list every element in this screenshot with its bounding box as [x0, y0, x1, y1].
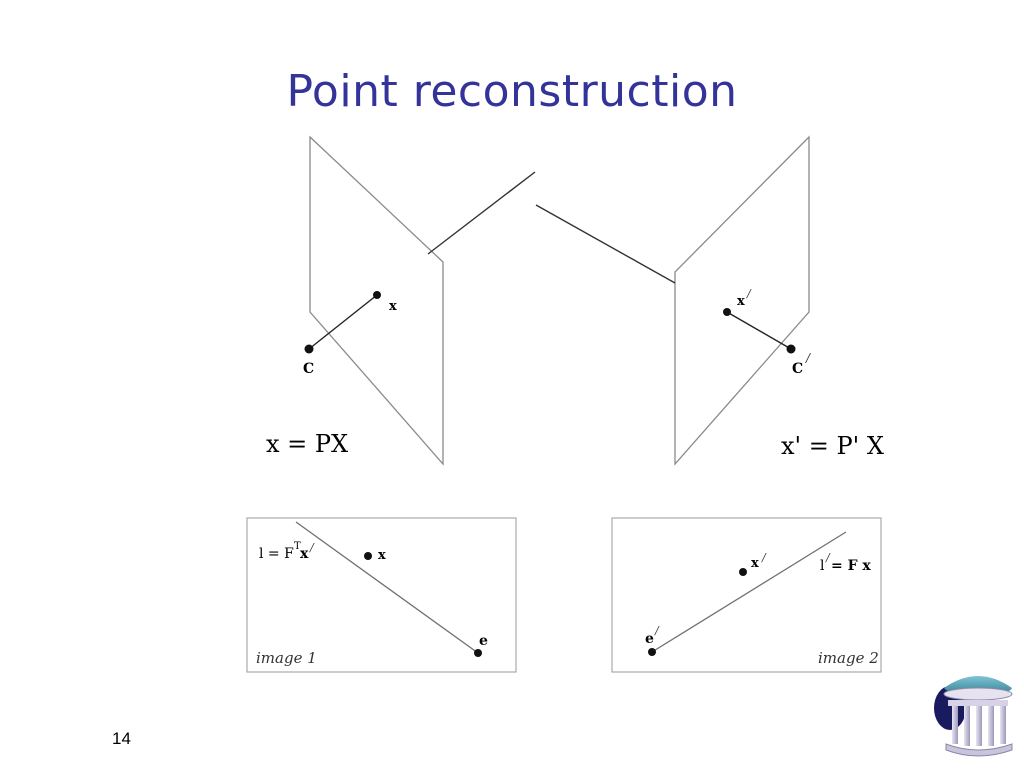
image1-line-label: l = F [259, 546, 294, 562]
slide-title: Point reconstruction [286, 66, 738, 117]
slide-number: 14 [112, 729, 131, 748]
image2-point-label: x [751, 556, 759, 571]
image1-point-label: x [378, 548, 386, 563]
image1-epipole [474, 649, 482, 657]
image2-point-prime: / [761, 551, 767, 564]
image1-epipolar-line [295, 521, 479, 654]
image2-caption: image 2 [818, 649, 879, 667]
right-point-label: x [737, 294, 745, 309]
left-camera-center [304, 344, 314, 354]
image2-point [739, 568, 747, 576]
right-image-point [723, 308, 731, 316]
image1-line-label-x: x [300, 546, 309, 562]
image2-panel [611, 517, 882, 673]
right-camera-center [786, 344, 796, 354]
left-image-plane [309, 135, 444, 466]
right-ray [535, 204, 676, 284]
left-ray [427, 171, 536, 255]
right-projection-equation: x' = P' X [781, 432, 884, 460]
left-camera-to-point [308, 294, 378, 350]
right-camera-to-point [726, 311, 792, 350]
right-camera-label: C [792, 361, 803, 377]
image2-epipole-label: e [645, 631, 654, 647]
right-camera-prime: / [805, 351, 812, 365]
right-image-plane [674, 135, 810, 466]
image1-line-label-sup: T [294, 541, 301, 552]
right-point-prime: / [746, 287, 752, 300]
image2-line-label-prime: / [825, 551, 831, 564]
image1-epipole-label: e [479, 633, 488, 649]
image2-epipole-prime: / [654, 624, 660, 637]
image2-epipole [648, 648, 656, 656]
left-camera-label: C [303, 361, 314, 377]
left-image-point [373, 291, 381, 299]
left-projection-equation: x = PX [266, 430, 348, 458]
image2-epipolar-line [651, 531, 847, 653]
image1-point [364, 552, 372, 560]
left-point-label: x [389, 299, 397, 314]
old-well-logo-icon [934, 676, 1013, 757]
image1-caption: image 1 [256, 649, 317, 667]
image1-line-label-prime: / [309, 541, 315, 554]
image1-panel [246, 517, 517, 673]
image2-line-label-l: l [820, 558, 825, 574]
image2-line-label-rest: = F x [831, 558, 871, 574]
